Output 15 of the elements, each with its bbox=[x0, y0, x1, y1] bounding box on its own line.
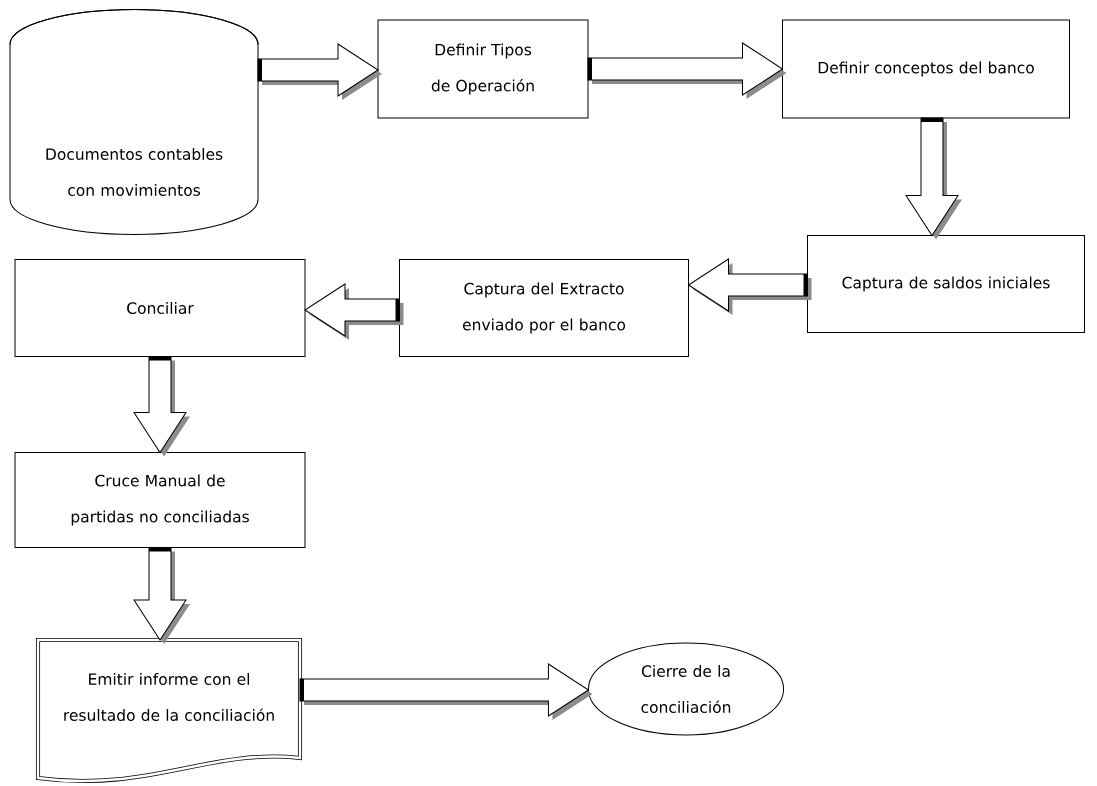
block-arrow bbox=[133, 547, 190, 644]
process-box: Conciliar bbox=[14, 259, 306, 357]
process-box: Cruce Manual de partidas no conciliadas bbox=[14, 452, 306, 548]
block-arrow bbox=[133, 356, 190, 457]
block-arrow bbox=[905, 117, 962, 240]
database-cylinder: Documentos contables con movimientos bbox=[9, 9, 259, 235]
block-arrow bbox=[587, 42, 787, 99]
block-arrow bbox=[688, 258, 812, 315]
process-box: Captura del Extracto enviado por el banco bbox=[399, 259, 689, 357]
process-box: Captura de saldos iniciales bbox=[807, 235, 1085, 333]
block-arrow bbox=[304, 283, 404, 340]
process-box: Definir conceptos del banco bbox=[782, 19, 1070, 119]
block-arrow bbox=[257, 43, 382, 100]
block-arrow bbox=[299, 663, 593, 720]
process-box: Definir Tipos de Operación bbox=[377, 19, 589, 119]
